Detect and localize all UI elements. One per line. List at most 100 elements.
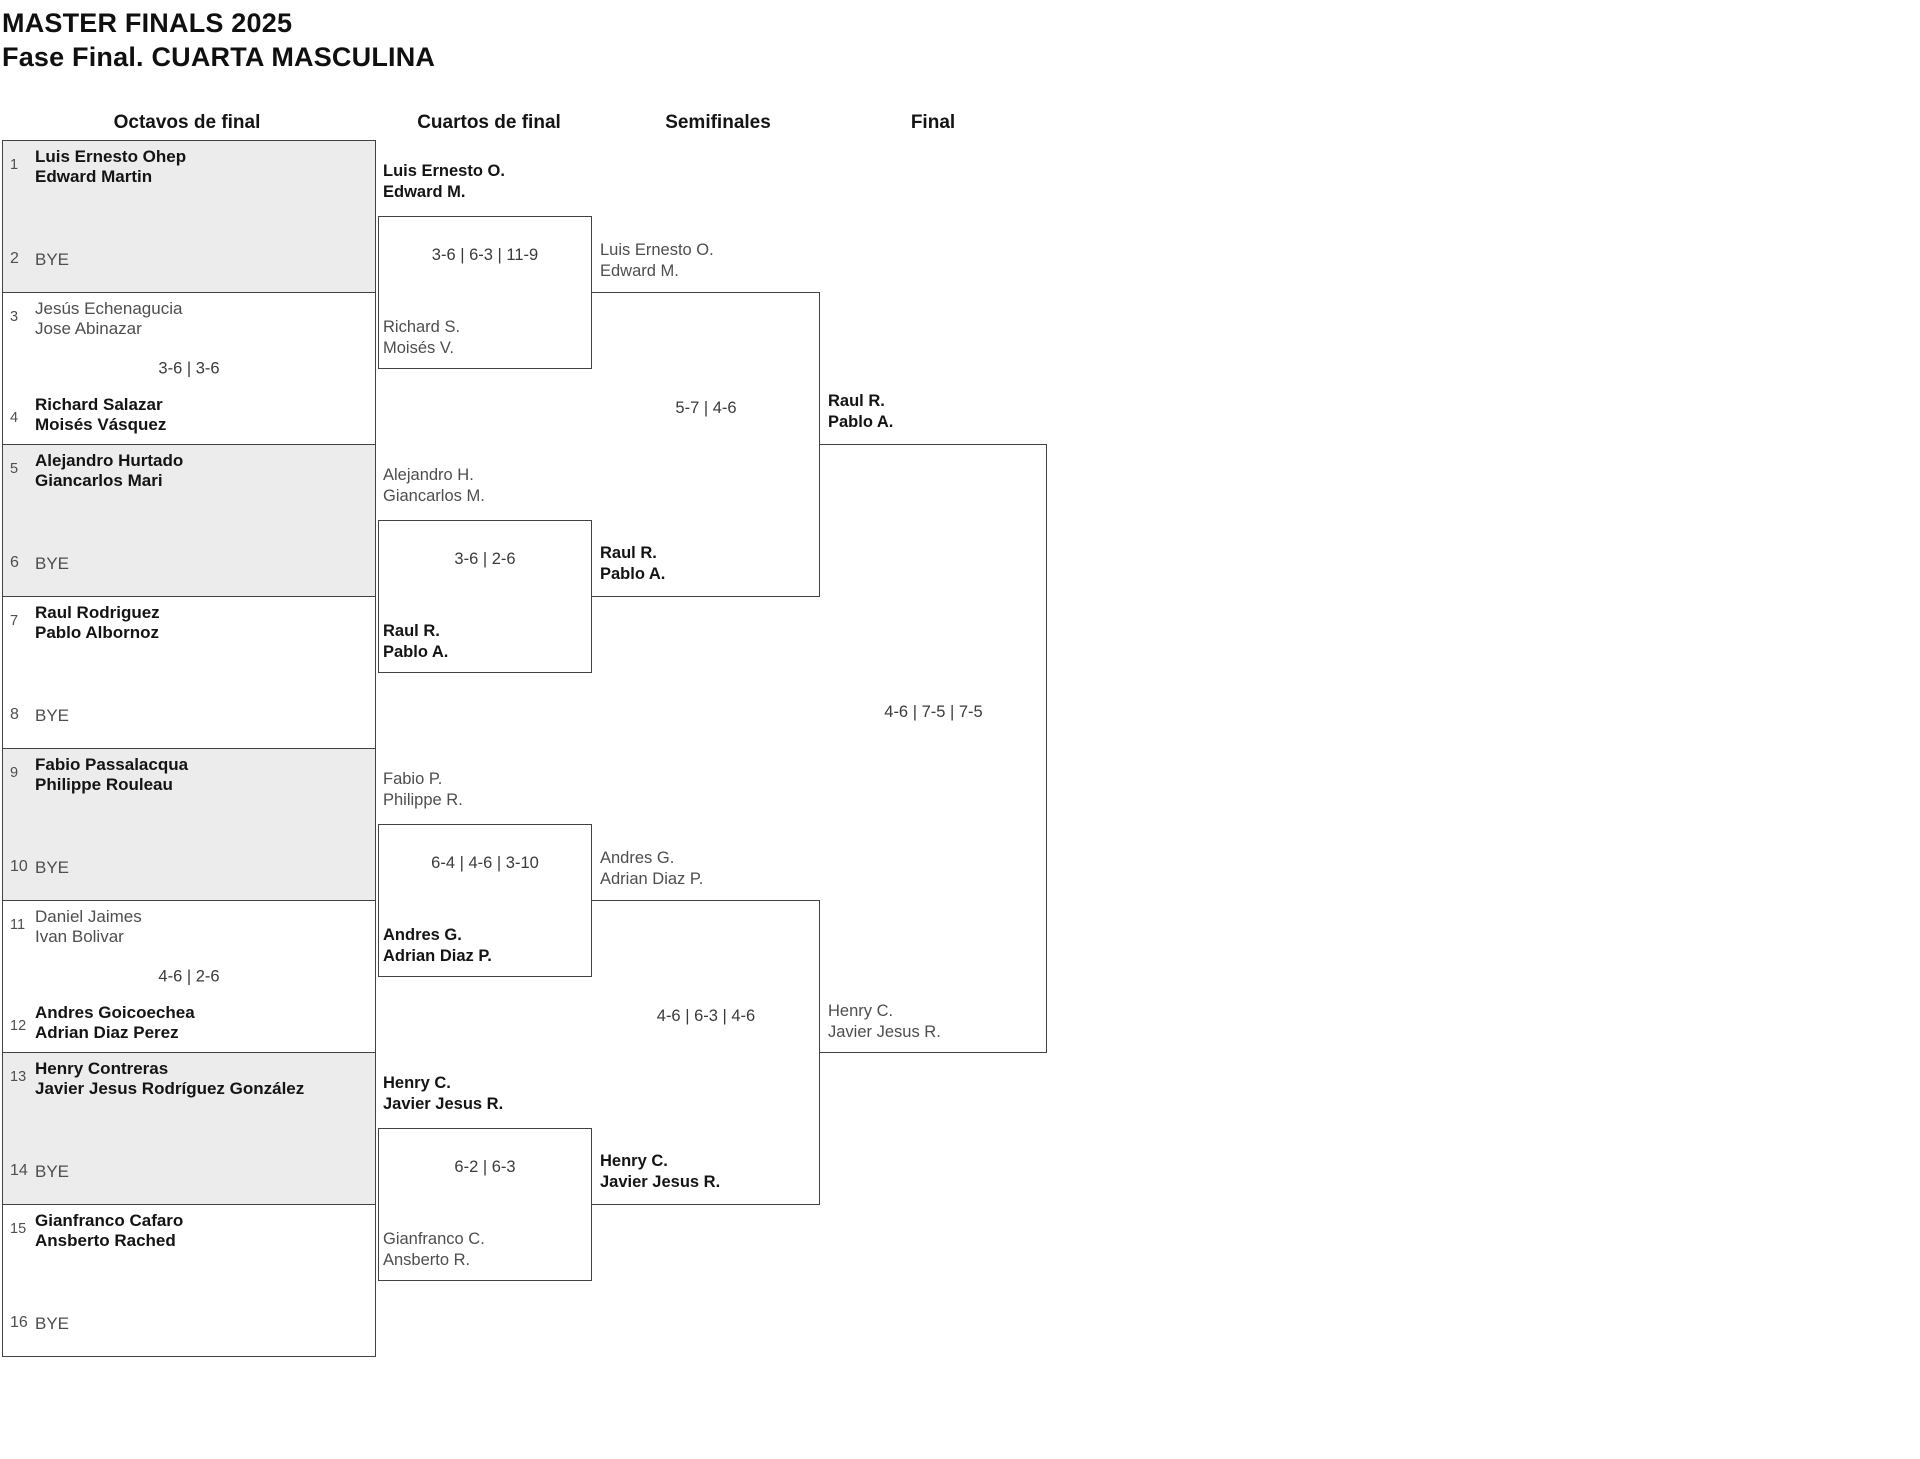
pair-name: Luis Ernesto O. <box>383 162 505 180</box>
team-name: Adrian Diaz Perez <box>35 1023 179 1042</box>
team-name: Ansberto Rached <box>35 1231 176 1250</box>
team-name: Moisés Vásquez <box>35 415 167 434</box>
pair-name: Javier Jesus R. <box>600 1173 721 1191</box>
pair-name: Adrian Diaz P. <box>600 870 704 888</box>
seed-number: 11 <box>10 917 26 933</box>
team-name: Gianfranco Cafaro <box>35 1211 184 1230</box>
team-name: Jesús Echenagucia <box>35 299 183 318</box>
pair-name: Pablo A. <box>828 413 894 431</box>
pair-name: Javier Jesus R. <box>828 1023 941 1041</box>
team-name: Javier Jesus Rodríguez González <box>35 1079 305 1098</box>
seed-number: 7 <box>10 613 19 629</box>
pair-name: Raul R. <box>383 622 440 640</box>
seed-number: 14 <box>10 1162 28 1179</box>
pair-name: Gianfranco C. <box>383 1230 485 1248</box>
quarterfinal-match-box <box>378 824 592 977</box>
team-name: Alejandro Hurtado <box>35 451 184 470</box>
pair-name: Pablo A. <box>383 643 449 661</box>
pair-name: Henry C. <box>600 1152 668 1170</box>
pair-name: Adrian Diaz P. <box>383 947 492 965</box>
seed-number: 9 <box>10 765 19 781</box>
team-name: Jose Abinazar <box>35 319 142 338</box>
final-match-box <box>820 444 1047 1053</box>
match-score: 3-6 | 3-6 <box>158 359 220 377</box>
team-name: Andres Goicoechea <box>35 1003 195 1022</box>
pair-name: Andres G. <box>383 926 462 944</box>
bye-label: BYE <box>35 554 70 573</box>
seed-number: 12 <box>10 1018 27 1034</box>
team-name: Pablo Albornoz <box>35 623 160 642</box>
team-name: Richard Salazar <box>35 395 163 414</box>
semifinal-match-box <box>592 292 820 597</box>
seed-number: 10 <box>10 858 28 875</box>
team-name: Daniel Jaimes <box>35 907 142 926</box>
match-score: 4-6 | 7-5 | 7-5 <box>884 703 983 721</box>
team-name: Philippe Rouleau <box>35 775 173 794</box>
pair-name: Fabio P. <box>383 770 443 788</box>
team-name: Henry Contreras <box>35 1059 169 1078</box>
pair-name: Javier Jesus R. <box>383 1095 504 1113</box>
seed-number: 16 <box>10 1314 28 1331</box>
match-score: 6-4 | 4-6 | 3-10 <box>431 854 539 872</box>
bye-label: BYE <box>35 250 70 269</box>
seed-number: 8 <box>10 706 19 723</box>
page-title: MASTER FINALS 2025 Fase Final. CUARTA MA… <box>2 6 435 74</box>
seed-number: 13 <box>10 1069 27 1085</box>
seed-number: 15 <box>10 1221 27 1237</box>
pair-name: Ansberto R. <box>383 1251 471 1269</box>
team-name: Giancarlos Mari <box>35 471 163 490</box>
seed-number: 5 <box>10 461 19 477</box>
match-score: 3-6 | 2-6 <box>454 550 516 568</box>
quarterfinal-match-box <box>378 216 592 369</box>
round-header-cuartos: Cuartos de final <box>417 112 561 133</box>
bye-label: BYE <box>35 1162 70 1181</box>
pair-name: Henry C. <box>828 1002 894 1020</box>
pair-name: Alejandro H. <box>383 466 474 484</box>
team-name: Raul Rodriguez <box>35 603 160 622</box>
pair-name: Edward M. <box>383 183 466 201</box>
match-score: 4-6 | 6-3 | 4-6 <box>656 1007 756 1025</box>
match-score: 3-6 | 6-3 | 11-9 <box>431 246 539 264</box>
pair-name: Andres G. <box>600 849 675 867</box>
seed-number: 4 <box>10 410 19 426</box>
team-name: Fabio Passalacqua <box>35 755 189 774</box>
pair-name: Henry C. <box>383 1074 451 1092</box>
pair-name: Moisés V. <box>383 339 454 357</box>
match-score: 4-6 | 2-6 <box>158 967 220 985</box>
pair-name: Richard S. <box>383 318 461 336</box>
quarterfinal-match-box <box>378 1128 592 1281</box>
bye-label: BYE <box>35 858 70 877</box>
bye-label: BYE <box>35 706 70 725</box>
bye-label: BYE <box>35 1314 70 1333</box>
team-name: Edward Martin <box>35 167 153 186</box>
seed-number: 6 <box>10 554 19 571</box>
seed-number: 2 <box>10 250 19 267</box>
match-score: 6-2 | 6-3 <box>454 1158 516 1176</box>
pair-name: Raul R. <box>600 544 657 562</box>
pair-name: Giancarlos M. <box>383 487 485 505</box>
seed-number: 3 <box>10 309 19 325</box>
seed-number: 1 <box>10 157 19 173</box>
pair-name: Raul R. <box>828 392 885 410</box>
title-line2: Fase Final. CUARTA MASCULINA <box>2 42 436 72</box>
match-score: 5-7 | 4-6 <box>675 399 737 417</box>
pair-name: Pablo A. <box>600 565 666 583</box>
team-name: Ivan Bolivar <box>35 927 124 946</box>
pair-name: Luis Ernesto O. <box>600 241 714 259</box>
round-header-semifinales: Semifinales <box>665 112 771 133</box>
title-line1: MASTER FINALS 2025 <box>2 8 293 38</box>
pair-name: Edward M. <box>600 262 679 280</box>
semifinal-match-box <box>592 900 820 1205</box>
round-header-octavos: Octavos de final <box>113 112 261 133</box>
team-name: Luis Ernesto Ohep <box>35 147 187 166</box>
round-header-final: Final <box>910 112 956 133</box>
